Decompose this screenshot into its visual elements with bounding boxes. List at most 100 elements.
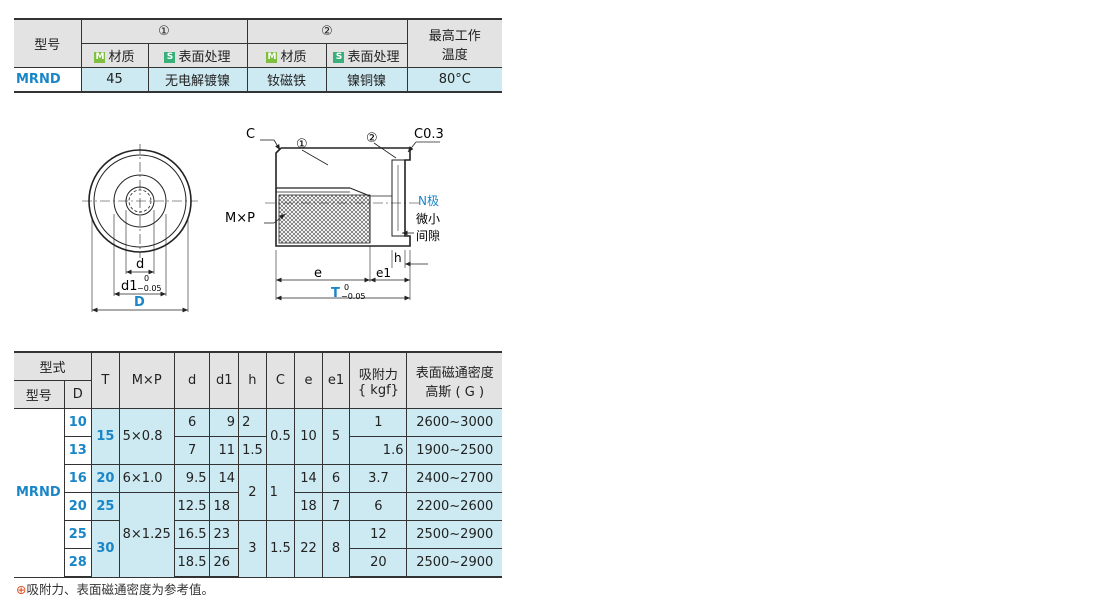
C-cell: 1 — [265, 464, 296, 521]
d-cell: 9.5 — [173, 464, 211, 493]
label-T: T — [331, 286, 340, 301]
force-header: 吸附力 { kgf} — [349, 351, 408, 409]
model-header: 型号 — [14, 380, 65, 409]
D-cell: 25 — [63, 520, 93, 549]
material1-cell: 45 — [80, 67, 149, 93]
surface1-cell: 无电解镀镍 — [147, 67, 248, 93]
label-h: h — [394, 251, 402, 265]
reference-note: ⊕吸附力、表面磁通密度为参考值。 — [16, 579, 214, 598]
density-header: 表面磁通密度 高斯 ( G ) — [406, 351, 502, 409]
d-cell: 16.5 — [173, 520, 211, 549]
note-text: 吸附力、表面磁通密度为参考值。 — [26, 582, 214, 597]
d1-header: d1 — [209, 351, 240, 409]
label-part2: ② — [366, 131, 378, 146]
temp-cell: 80°C — [406, 67, 502, 93]
h-cell: 1.5 — [238, 436, 267, 465]
C-cell: 1.5 — [265, 520, 296, 578]
force-cell: 20 — [349, 548, 408, 578]
D-cell: 16 — [63, 464, 93, 493]
note-mark-icon: ⊕ — [16, 582, 27, 597]
e1-cell: 7 — [321, 492, 351, 521]
d1-cell: 11 — [209, 436, 240, 465]
model-cell: MRND — [14, 67, 82, 93]
front-view — [82, 144, 198, 313]
force-cell: 1.6 — [349, 436, 408, 465]
label-e: e — [314, 266, 322, 281]
surface-tag-icon: S — [164, 52, 176, 63]
force-cell: 1 — [349, 408, 408, 437]
density-cell: 1900~2500 — [406, 436, 502, 465]
d-header: d — [173, 351, 211, 409]
label-gap-line2: 间隙 — [416, 229, 440, 243]
label-MxP: M×P — [225, 211, 255, 226]
d1-cell: 14 — [209, 464, 240, 493]
technical-drawing: d d1 0 −0.05 D C ① ② C0.3 M×P N极 — [82, 127, 444, 313]
label-part1: ① — [296, 137, 308, 152]
label-d1-tol-bot: −0.05 — [137, 284, 162, 293]
force-cell: 3.7 — [349, 464, 408, 493]
density-cell: 2600~3000 — [406, 408, 502, 437]
MxP-header: M×P — [118, 351, 175, 409]
d1-cell: 9 — [209, 408, 240, 437]
label-d1: d1 — [121, 279, 138, 294]
e-cell: 14 — [294, 464, 323, 493]
density-cell: 2200~2600 — [406, 492, 502, 521]
T-cell: 25 — [91, 492, 120, 521]
spec-table: 型式 T M×P d d1 h C e e1 吸附力 { kgf} 表面磁通密度… — [14, 351, 502, 578]
d1-cell: 23 — [209, 520, 240, 549]
max-temp-header: 最高工作 温度 — [406, 18, 502, 68]
e1-cell: 8 — [321, 520, 351, 578]
e-header: e — [294, 351, 323, 409]
D-cell: 10 — [63, 408, 93, 437]
h-cell: 2 — [238, 408, 267, 437]
label-gap-line1: 微小 — [416, 212, 440, 226]
T-header: T — [91, 351, 120, 409]
T-cell: 30 — [91, 520, 120, 578]
material-tag-icon: M — [266, 52, 278, 63]
density-cell: 2500~2900 — [406, 520, 502, 549]
force-cell: 6 — [349, 492, 408, 521]
label-N-pole: N极 — [418, 194, 439, 208]
D-cell: 13 — [63, 436, 93, 465]
C-header: C — [265, 351, 296, 409]
density-cell: 2500~2900 — [406, 548, 502, 578]
d1-cell: 18 — [209, 492, 240, 521]
D-cell: 20 — [63, 492, 93, 521]
material-tag-icon: M — [94, 52, 106, 63]
d-cell: 12.5 — [173, 492, 211, 521]
label-e1: e1 — [376, 266, 391, 280]
material2-cell: 钕磁铁 — [246, 67, 327, 93]
model-header: 型号 — [14, 18, 82, 68]
h-header: h — [238, 351, 267, 409]
MxP-cell: 8×1.25 — [118, 492, 175, 578]
label-T-tol-bot: −0.05 — [341, 292, 366, 301]
type-header: 型式 — [14, 351, 93, 381]
D-header: D — [63, 380, 93, 409]
D-cell: 28 — [63, 548, 93, 578]
e-cell: 10 — [294, 408, 323, 465]
C-cell: 0.5 — [265, 408, 296, 465]
e1-cell: 6 — [321, 464, 351, 493]
label-C: C — [246, 127, 255, 142]
force-cell: 12 — [349, 520, 408, 549]
d-cell: 7 — [173, 436, 211, 465]
T-cell: 20 — [91, 464, 120, 493]
h-cell: 2 — [238, 464, 267, 521]
e1-cell: 5 — [321, 408, 351, 465]
d1-cell: 26 — [209, 548, 240, 578]
density-cell: 2400~2700 — [406, 464, 502, 493]
e1-header: e1 — [321, 351, 351, 409]
MxP-cell: 5×0.8 — [118, 408, 175, 465]
d-cell: 6 — [173, 408, 211, 437]
e-cell: 22 — [294, 520, 323, 578]
label-d1-tol-top: 0 — [144, 274, 149, 283]
label-C03: C0.3 — [414, 127, 444, 142]
d-cell: 18.5 — [173, 548, 211, 578]
T-cell: 15 — [91, 408, 120, 465]
label-D: D — [134, 295, 145, 310]
label-d: d — [136, 257, 144, 272]
